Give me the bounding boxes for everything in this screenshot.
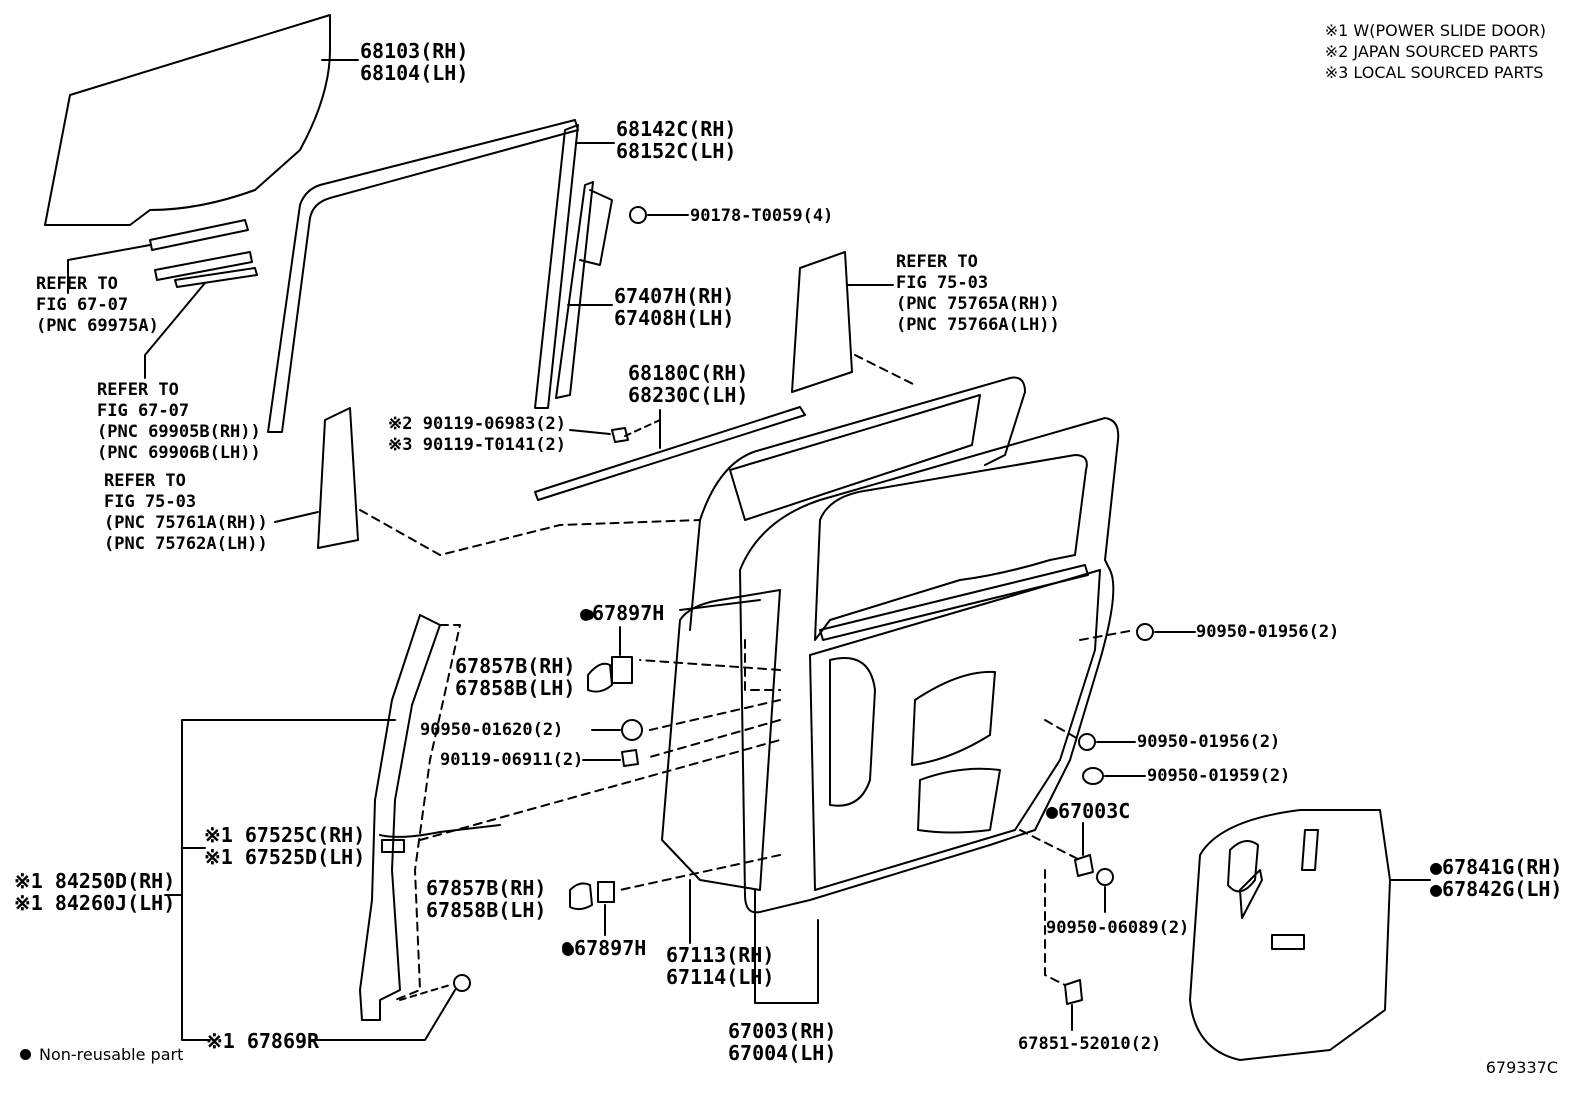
label-glass: 68103(RH)68104(LH) <box>360 39 469 85</box>
label-cover-lower: 67857B(RH)67858B(LH) <box>426 876 547 922</box>
bolt-06911-shape <box>621 749 639 767</box>
bolt-japan-local-leader <box>569 429 611 435</box>
label-plug-01956-a: 90950-01956(2) <box>1196 622 1340 642</box>
label-bolt-06911: 90119-06911(2) <box>440 750 584 770</box>
service-cover-shape <box>1189 809 1391 1061</box>
protector-dash <box>399 984 451 1001</box>
cover-lower-shape <box>569 882 593 911</box>
cover-upper-shape <box>587 662 613 693</box>
note-1: ※1 W(POWER SLIDE DOOR) <box>1324 21 1546 40</box>
label-screw-t0059: 90178-T0059(4) <box>690 206 834 226</box>
plug-06089 <box>1096 868 1114 886</box>
door-outer-frame <box>689 376 1026 631</box>
bolt-dash <box>624 419 661 437</box>
label-clip-67897h-top: ●67897H <box>580 601 665 625</box>
label-run-channel: 68142C(RH)68152C(LH) <box>616 117 737 163</box>
door-belt <box>819 564 1089 641</box>
pillar-garnish-left <box>317 407 359 549</box>
clip-67897h-upper <box>611 656 633 684</box>
label-protector-67869r: ※1 67869R <box>206 1029 320 1053</box>
power-door-rail-dash <box>394 624 461 1001</box>
label-door-assy: 67003(RH)67004(LH) <box>728 1019 837 1065</box>
wire-harness-cable <box>379 824 501 838</box>
label-division-bar: 67407H(RH)67408H(LH) <box>614 284 735 330</box>
clip-67897h-lower <box>597 881 615 903</box>
pillar-garnish-top <box>791 251 853 393</box>
label-clip-67897h-bottom: ●67897H <box>562 936 647 960</box>
refer-a-leader <box>67 244 151 294</box>
run-channel-rear <box>534 124 579 409</box>
label-clip-52010: 67851-52010(2) <box>1018 1034 1162 1054</box>
weatherstrip-shape <box>534 406 806 501</box>
door-inner-opening <box>814 454 1088 641</box>
plug-01959 <box>1082 767 1104 785</box>
molding-upper <box>149 219 249 251</box>
door-glass-shape <box>44 14 331 226</box>
non-reusable-bullet-icon <box>20 1049 31 1060</box>
legend: Non-reusable part <box>20 1045 183 1064</box>
label-wire-harness: ※1 67525C(RH)※1 67525D(LH) <box>204 823 366 869</box>
label-plug-01620: 90950-01620(2) <box>420 720 564 740</box>
label-plug-67003c: ●67003C <box>1046 799 1131 823</box>
door-main-body <box>739 417 1120 914</box>
door-hole-2 <box>911 670 996 766</box>
label-plug-06089: 90950-06089(2) <box>1046 918 1190 938</box>
label-weatherstrip: 68180C(RH)68230C(LH) <box>628 361 749 407</box>
door-hole-1 <box>829 657 876 807</box>
door-window-frame <box>729 394 981 521</box>
molding-lower <box>154 251 258 288</box>
pillar-garnish-top-dash <box>854 354 916 386</box>
label-plug-01956-b: 90950-01956(2) <box>1137 732 1281 752</box>
door-outer-skin <box>661 589 781 891</box>
plug-01956-b <box>1078 733 1096 751</box>
clip-52010-shape <box>1064 979 1083 1005</box>
door-panel-bracket-2 <box>754 889 819 1004</box>
power-door-rail <box>359 614 441 1021</box>
protector-leader <box>311 989 456 1041</box>
plug-67003c-shape <box>1074 854 1094 877</box>
label-plug-01959: 90950-01959(2) <box>1147 766 1291 786</box>
screw-t0059 <box>629 206 647 224</box>
door-hole-3 <box>917 767 1001 834</box>
label-door-panel-outer: 67113(RH)67114(LH) <box>666 943 775 989</box>
division-bar-bracket <box>579 189 613 266</box>
wire-harness-connector <box>381 839 405 853</box>
wire-harness-dash <box>419 739 781 841</box>
label-power-door-unit: ※1 84250D(RH)※1 84260J(LH) <box>14 869 176 915</box>
run-channel-shape <box>267 119 579 433</box>
figure-id: 679337C <box>1485 1058 1558 1077</box>
bullet-67897h-lower <box>562 942 572 952</box>
plug-01620 <box>621 719 643 741</box>
note-2: ※2 JAPAN SOURCED PARTS <box>1324 42 1539 61</box>
pillar-garnish-left-dash <box>359 509 701 556</box>
plug-01956-a <box>1136 623 1154 641</box>
power-door-bracket <box>164 719 396 1041</box>
division-bar-shape <box>555 181 594 399</box>
pillar-garnish-left-leader <box>274 511 319 523</box>
label-bolts-japan-local: ※2 90119-06983(2)※3 90119-T0141(2) <box>388 414 567 455</box>
note-3: ※3 LOCAL SOURCED PARTS <box>1324 63 1544 82</box>
label-service-cover: ●67841G(RH)●67842G(LH) <box>1430 855 1563 901</box>
refer-b-leader <box>144 282 206 379</box>
bullet-67897h-upper <box>584 610 594 620</box>
protector-67869r-shape <box>453 974 471 992</box>
door-inner-panel <box>809 569 1101 891</box>
door-trim-line <box>679 599 761 611</box>
bolt-japan-local <box>611 427 629 443</box>
legend-text: Non-reusable part <box>39 1045 184 1064</box>
label-cover-upper: 67857B(RH)67858B(LH) <box>455 654 576 700</box>
notes: ※1 W(POWER SLIDE DOOR) ※2 JAPAN SOURCED … <box>1325 20 1546 83</box>
